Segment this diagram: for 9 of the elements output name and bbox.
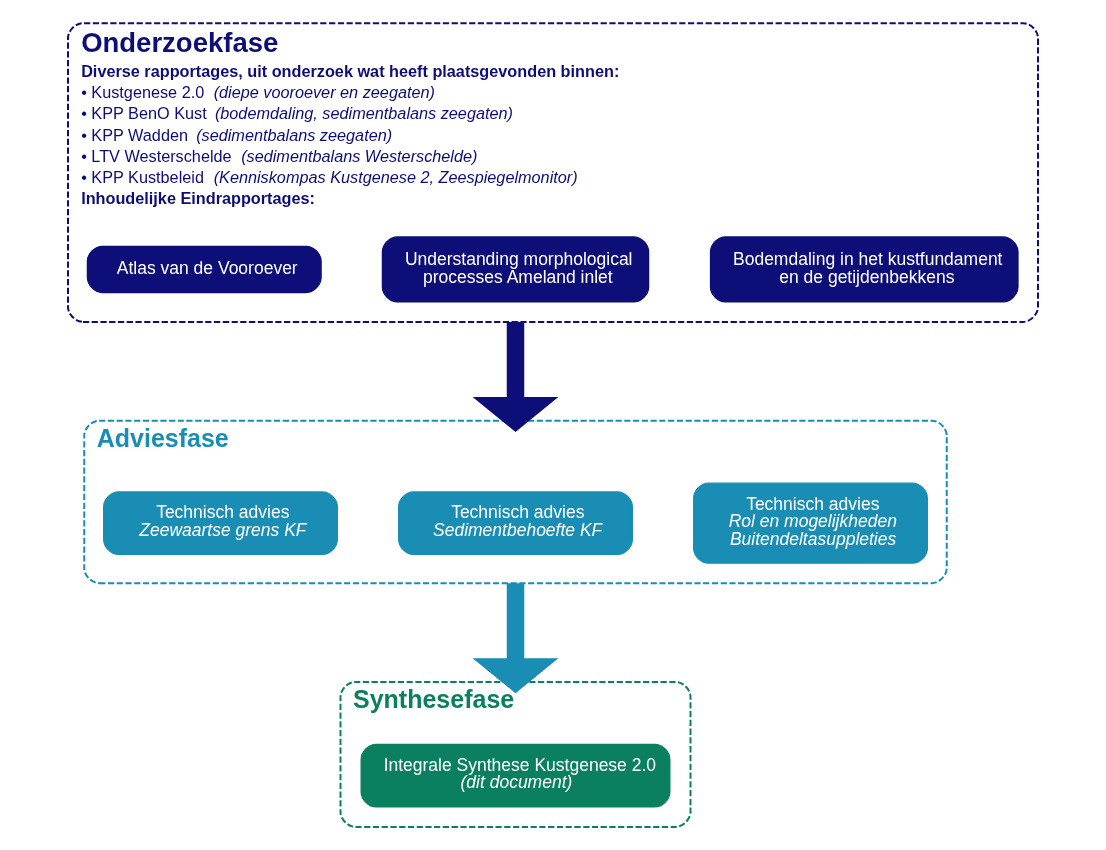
- node-box: Technisch advies Zeewaartse grens KF: [103, 491, 338, 555]
- arrow: [472, 321, 559, 432]
- arrow: [472, 583, 559, 694]
- node-box: Bodemdaling in het kustfundament en de getijdenbekkens: [709, 236, 1019, 303]
- node-box: Atlas van de Vooroever: [86, 245, 322, 294]
- node-box: Technisch advies Rol en mogelijkheden Buitendeltasuppleties: [693, 482, 928, 564]
- node-box: Technisch advies Sedimentbehoefte KF: [398, 491, 633, 555]
- node-box: Integrale Synthese Kustgenese 2.0 (dit document): [360, 743, 671, 808]
- node-box: Understanding morphological processes Ameland inlet: [381, 236, 650, 303]
